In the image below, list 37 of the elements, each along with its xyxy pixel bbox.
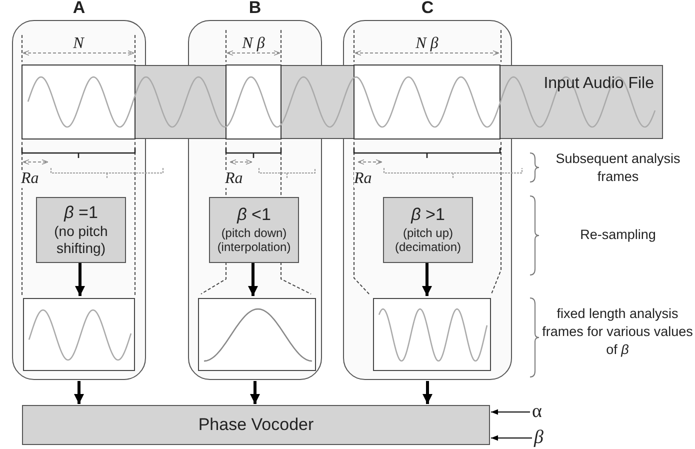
condition-text: β =1 xyxy=(64,203,98,224)
resampling-box xyxy=(383,197,473,263)
resampling-box xyxy=(36,197,126,263)
arrow xyxy=(490,435,532,441)
hop-size-label: Ra xyxy=(21,170,39,188)
condition-text: β <1 xyxy=(237,205,271,226)
arrow xyxy=(250,381,260,404)
stage-label: fixed length analysis frames for various values of β xyxy=(541,305,694,359)
column-heading: A xyxy=(72,0,86,18)
dimension-label: N β xyxy=(241,36,266,52)
condition-text: β >1 xyxy=(411,205,445,226)
parameter-symbol: α xyxy=(532,401,548,423)
description-text: (pitch down) (interpolation) xyxy=(216,226,292,255)
column-heading: C xyxy=(420,0,435,18)
hop-size-label: Ra xyxy=(225,170,243,188)
band-title: Input Audio File xyxy=(544,75,654,93)
block-title: Phase Vocoder xyxy=(198,415,314,435)
description-text: (pitch up) (decimation) xyxy=(394,226,462,255)
arrow xyxy=(74,381,84,404)
parameter-symbol: β xyxy=(534,427,550,449)
analysis-frame xyxy=(373,298,491,371)
arrow xyxy=(422,381,433,404)
dimension-label: N xyxy=(72,36,86,52)
hop-size-label: Ra xyxy=(354,170,372,188)
arrow xyxy=(74,263,86,296)
resampling-box xyxy=(209,197,299,263)
arrow xyxy=(422,263,432,296)
arrow xyxy=(248,263,258,296)
arrow xyxy=(490,409,530,415)
process-block xyxy=(22,405,490,445)
stage-label: Subsequent analysis frames xyxy=(554,150,682,186)
stage-label: Re-sampling xyxy=(579,226,657,244)
column-heading: B xyxy=(248,0,262,18)
analysis-frame xyxy=(198,298,316,371)
description-text: (no pitch shifting) xyxy=(53,223,109,257)
analysis-frame xyxy=(23,298,135,371)
dimension-label: N β xyxy=(414,36,440,52)
